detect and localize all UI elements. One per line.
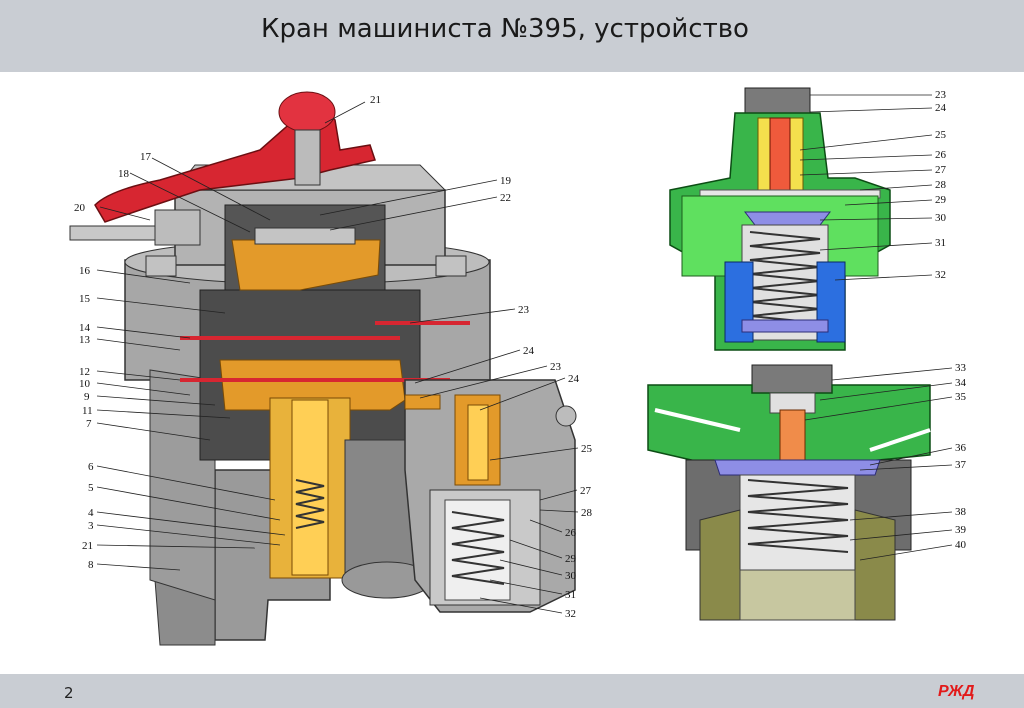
- label-u29: 29: [935, 194, 947, 206]
- label-32: 32: [565, 608, 576, 620]
- label-l36: 36: [955, 442, 967, 454]
- label-29: 29: [565, 553, 577, 565]
- label-26: 26: [565, 527, 577, 539]
- label-u32: 32: [935, 269, 946, 281]
- lower-leader-lines: [804, 367, 953, 561]
- label-u26: 26: [935, 149, 947, 161]
- label-15: 15: [79, 293, 91, 305]
- label-l34: 34: [955, 377, 967, 389]
- label-20: 20: [74, 202, 86, 214]
- label-10: 10: [79, 378, 91, 390]
- slide-title: Кран машиниста №395, устройство: [261, 14, 749, 44]
- upper-labels: 23 24 25 26 27 28 29 30 31 32: [935, 89, 947, 281]
- label-3: 3: [88, 520, 94, 532]
- label-28: 28: [581, 507, 593, 519]
- main-leader-lines: [96, 101, 579, 614]
- label-24-a: 24: [523, 345, 535, 357]
- upper-detail-section: [669, 87, 891, 351]
- label-8: 8: [88, 559, 94, 571]
- title-bar: Кран машиниста №395, устройство: [0, 0, 1024, 72]
- label-l38: 38: [955, 506, 967, 518]
- label-31: 31: [565, 589, 576, 601]
- label-5: 5: [88, 482, 94, 494]
- label-u25: 25: [935, 129, 947, 141]
- label-l33: 33: [955, 362, 967, 374]
- label-30: 30: [565, 570, 577, 582]
- label-u31: 31: [935, 237, 946, 249]
- label-l37: 37: [955, 459, 967, 471]
- upper-leader-lines: [799, 94, 933, 281]
- page-number: 2: [64, 684, 74, 702]
- label-17: 17: [140, 151, 152, 163]
- label-u28: 28: [935, 179, 947, 191]
- label-19: 19: [500, 175, 512, 187]
- label-u23: 23: [935, 89, 947, 101]
- label-16: 16: [79, 265, 91, 277]
- label-l39: 39: [955, 524, 967, 536]
- label-12: 12: [79, 366, 90, 378]
- rzd-logo-icon: РЖД: [938, 683, 975, 700]
- label-11: 11: [82, 405, 93, 417]
- label-u27: 27: [935, 164, 947, 176]
- label-27: 27: [580, 485, 592, 497]
- label-21-left: 21: [82, 540, 93, 552]
- label-l35: 35: [955, 391, 967, 403]
- label-u24: 24: [935, 102, 947, 114]
- label-23-b: 23: [550, 361, 562, 373]
- label-18: 18: [118, 168, 130, 180]
- lower-labels: 33 34 35 36 37 38 39 40: [955, 362, 967, 551]
- footer-bar: [0, 674, 1024, 708]
- label-21-top: 21: [370, 94, 381, 106]
- label-6: 6: [88, 461, 94, 473]
- label-u30: 30: [935, 212, 947, 224]
- main-labels: 20 16 15 14 13 12 10 9 11 7 6 5 4 3 21 8…: [74, 94, 593, 620]
- label-l40: 40: [955, 539, 967, 551]
- label-25: 25: [581, 443, 593, 455]
- label-22: 22: [500, 192, 511, 204]
- label-13: 13: [79, 334, 91, 346]
- label-4: 4: [88, 507, 94, 519]
- label-14: 14: [79, 322, 91, 334]
- label-24-b: 24: [568, 373, 580, 385]
- label-23-a: 23: [518, 304, 530, 316]
- main-cutaway-illustration: [69, 91, 577, 646]
- label-9: 9: [84, 391, 90, 403]
- lower-detail-section: [647, 364, 931, 621]
- diagram-canvas: 20 16 15 14 13 12 10 9 11 7 6 5 4 3 21 8…: [69, 87, 967, 646]
- svg-text:РЖД: РЖД: [938, 683, 975, 700]
- label-7: 7: [86, 418, 92, 430]
